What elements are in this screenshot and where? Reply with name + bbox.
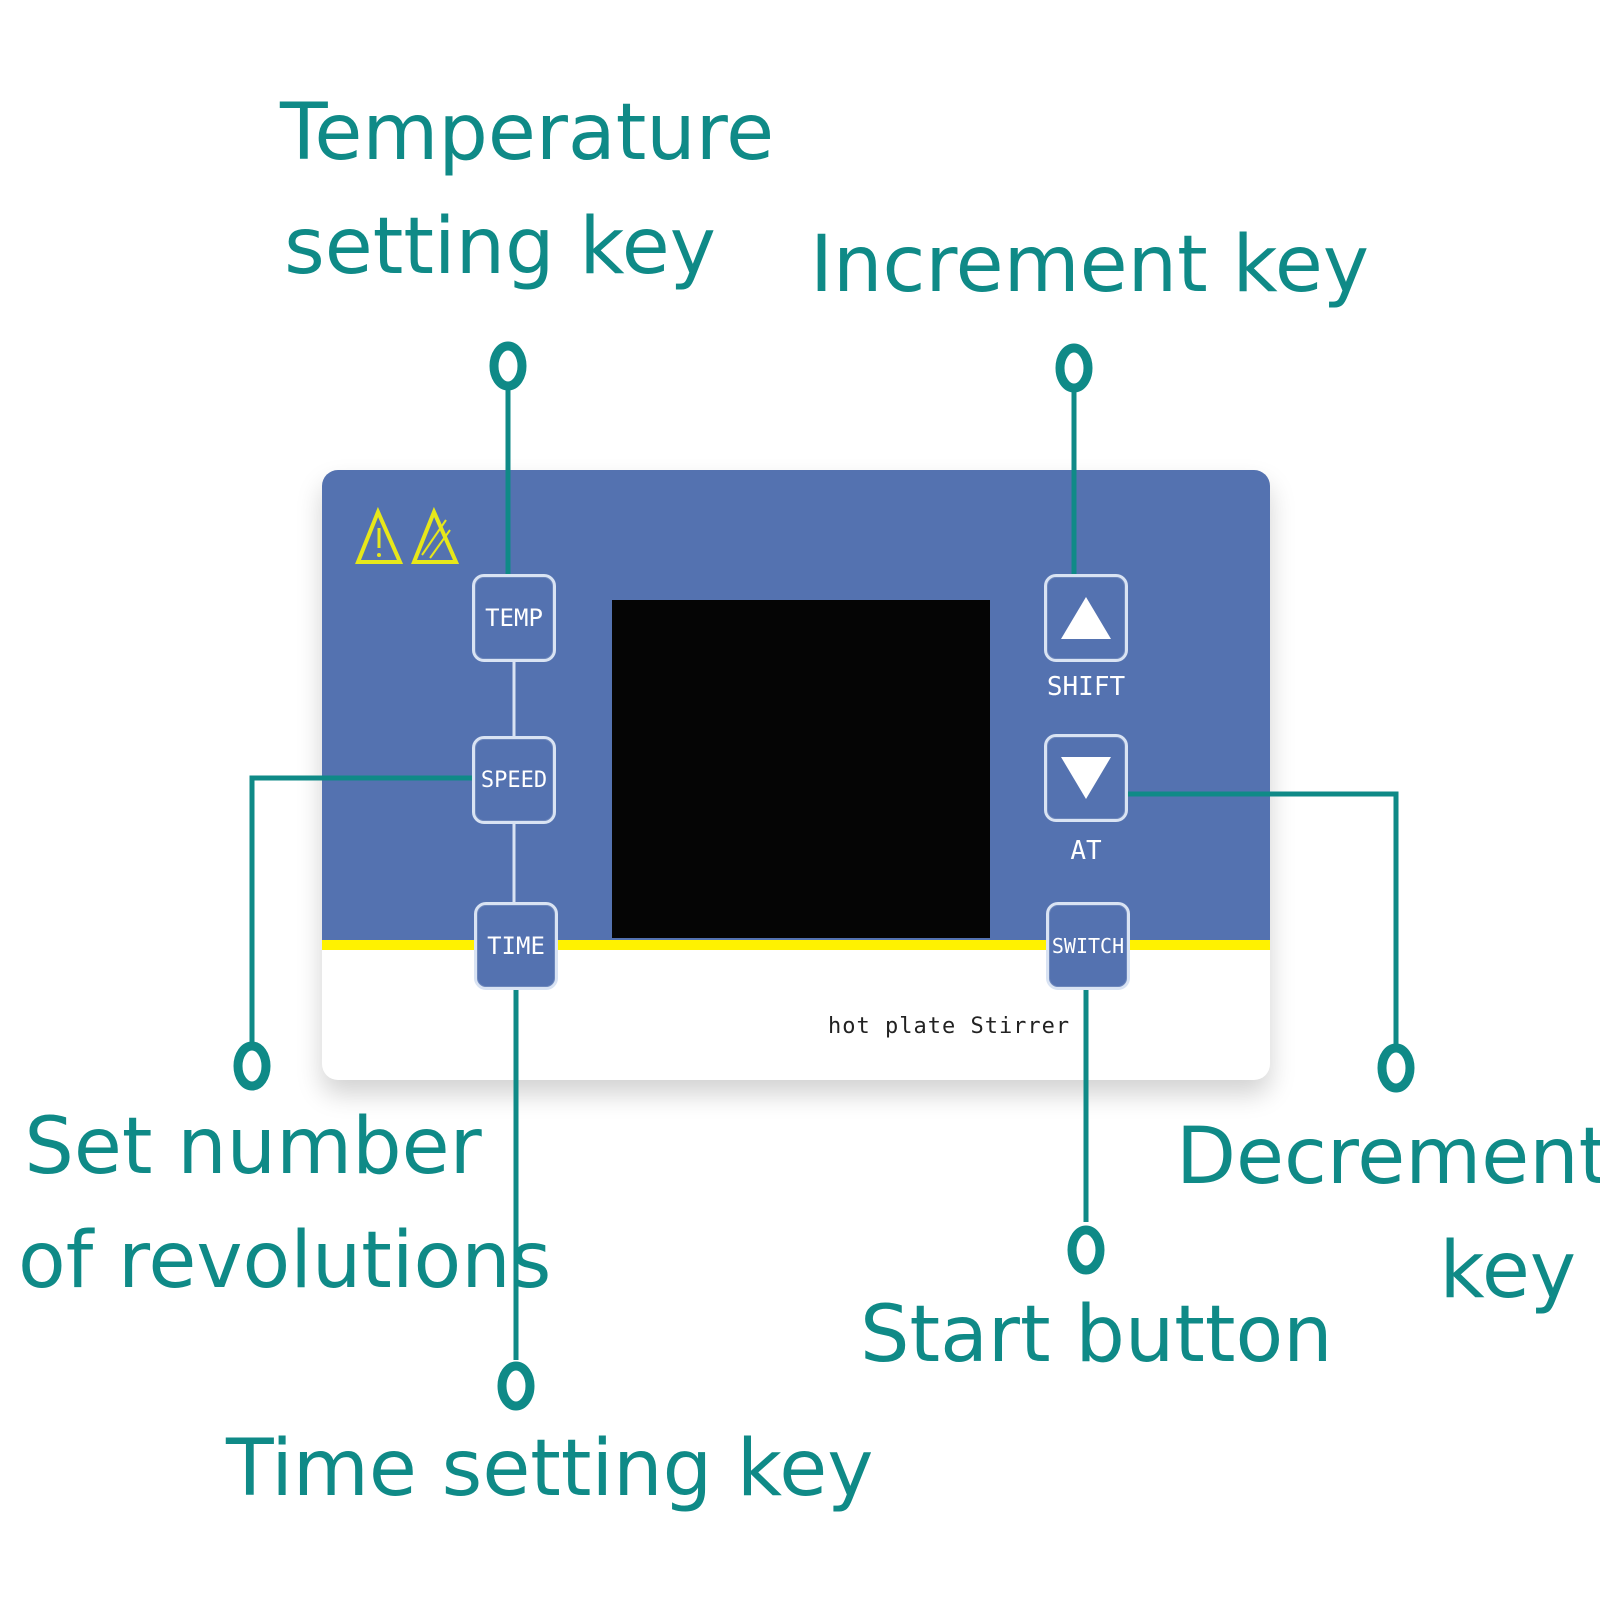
- shift-label: SHIFT: [1046, 672, 1126, 702]
- decrement-key[interactable]: [1044, 734, 1128, 822]
- warning-triangle-icon: [355, 506, 404, 564]
- panel-yellow-stripe: [322, 940, 1270, 950]
- switch-key[interactable]: SWITCH: [1046, 902, 1130, 990]
- temperature-callout-dot: [489, 341, 527, 391]
- triangle-down-icon: [1061, 757, 1111, 799]
- start-callout-dot: [1067, 1225, 1105, 1275]
- triangle-up-icon: [1061, 597, 1111, 639]
- label-line: setting key: [284, 202, 716, 292]
- decrement-leader-line: [1128, 791, 1399, 1050]
- speed-key[interactable]: SPEED: [472, 736, 556, 824]
- warning-triangle-icon: [411, 506, 460, 564]
- label-line: Temperature: [280, 88, 775, 178]
- time-key[interactable]: TIME: [474, 902, 558, 990]
- temperature-setting-key-label: Temperature setting key: [280, 76, 775, 304]
- revolutions-leader-line: [249, 775, 472, 1044]
- start-button-label: Start button: [860, 1290, 1333, 1380]
- increment-key-label: Increment key: [810, 220, 1369, 310]
- label-line: Set number: [24, 1102, 482, 1192]
- set-revolutions-label: Set number of revolutions: [18, 1090, 552, 1318]
- label-line: key: [1439, 1226, 1576, 1316]
- product-label: hot plate Stirrer: [828, 1014, 1071, 1039]
- decrement-callout-dot: [1377, 1043, 1415, 1093]
- increment-key[interactable]: [1044, 574, 1128, 662]
- label-line: of revolutions: [18, 1216, 552, 1306]
- decrement-key-label: Decrement key: [1176, 1100, 1600, 1328]
- time-setting-key-label: Time setting key: [226, 1424, 874, 1514]
- at-label: AT: [1070, 836, 1102, 866]
- temp-key[interactable]: TEMP: [472, 574, 556, 662]
- display-screen: [612, 600, 990, 938]
- label-line: Decrement: [1176, 1112, 1600, 1202]
- time-callout-dot: [497, 1361, 535, 1411]
- revolutions-callout-dot: [233, 1041, 271, 1091]
- increment-callout-dot: [1055, 343, 1093, 393]
